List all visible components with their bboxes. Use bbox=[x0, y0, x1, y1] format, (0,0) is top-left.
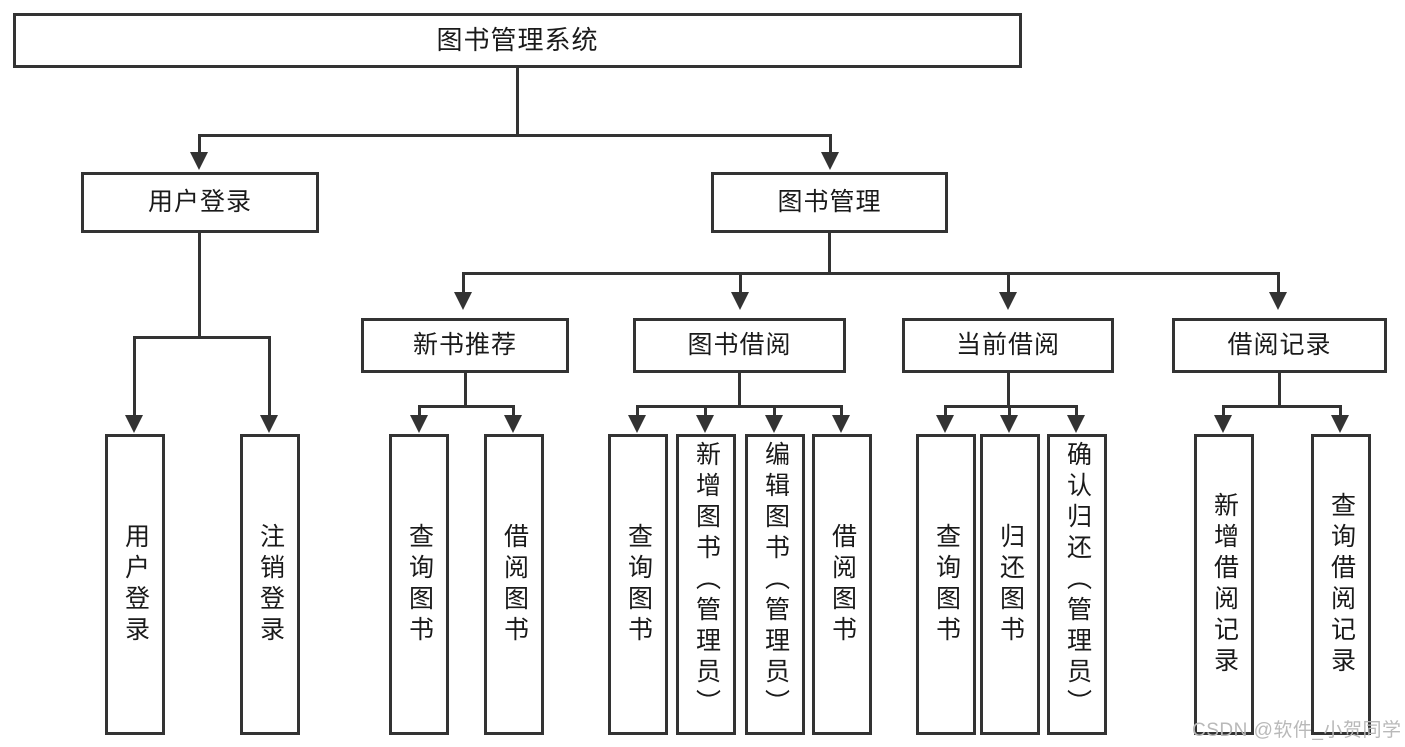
connector-new-book-leaf2 bbox=[512, 405, 515, 417]
arrow-bm-to-new-book bbox=[454, 292, 472, 310]
arrow-bm-to-book-borrow bbox=[731, 292, 749, 310]
node-label: 借阅图书 bbox=[828, 522, 857, 647]
node-label: 查询图书 bbox=[405, 522, 434, 647]
arrow-user-login-leaf2 bbox=[260, 415, 278, 433]
connector-cb-leaf1 bbox=[944, 405, 947, 417]
node-book-management[interactable]: 图书管理 bbox=[711, 172, 948, 233]
connector-root-to-book-management bbox=[829, 134, 832, 154]
node-label: 新增图书（管理员） bbox=[692, 441, 721, 720]
connector-user-login-stem bbox=[198, 233, 201, 336]
node-leaf-borrow-book-2[interactable]: 借阅图书 bbox=[812, 434, 872, 735]
node-label: 借阅图书 bbox=[500, 522, 529, 647]
connector-br-leaf2 bbox=[1339, 405, 1342, 417]
connector-root-bus bbox=[198, 134, 832, 137]
connector-new-book-bus bbox=[418, 405, 515, 408]
node-label: 编辑图书（管理员） bbox=[761, 441, 790, 720]
arrow-root-to-user-login bbox=[190, 152, 208, 170]
node-borrow-record[interactable]: 借阅记录 bbox=[1172, 318, 1387, 373]
arrow-new-book-leaf2 bbox=[504, 415, 522, 433]
connector-bb-leaf2 bbox=[704, 405, 707, 417]
connector-bb-leaf1 bbox=[636, 405, 639, 417]
connector-bb-leaf4 bbox=[840, 405, 843, 417]
node-leaf-logout-login[interactable]: 注销登录 bbox=[240, 434, 300, 735]
connector-bm-to-new-book bbox=[462, 272, 465, 294]
connector-bm-to-book-borrow bbox=[739, 272, 742, 294]
arrow-cb-leaf2 bbox=[1000, 415, 1018, 433]
arrow-root-to-book-management bbox=[821, 152, 839, 170]
node-leaf-query-book-1[interactable]: 查询图书 bbox=[389, 434, 449, 735]
node-label: 借阅记录 bbox=[1227, 331, 1332, 359]
node-label: 用户登录 bbox=[121, 522, 150, 647]
node-leaf-query-book-3[interactable]: 查询图书 bbox=[916, 434, 976, 735]
connector-book-borrow-stem bbox=[738, 373, 741, 405]
arrow-br-leaf2 bbox=[1331, 415, 1349, 433]
connector-bm-to-borrow-record bbox=[1277, 272, 1280, 294]
arrow-bb-leaf3 bbox=[765, 415, 783, 433]
arrow-bb-leaf4 bbox=[832, 415, 850, 433]
connector-bb-leaf3 bbox=[773, 405, 776, 417]
node-leaf-edit-book[interactable]: 编辑图书（管理员） bbox=[745, 434, 805, 735]
node-label: 新书推荐 bbox=[412, 331, 517, 359]
node-label: 查询图书 bbox=[624, 522, 653, 647]
node-label: 当前借阅 bbox=[955, 331, 1060, 359]
node-leaf-query-record[interactable]: 查询借阅记录 bbox=[1311, 434, 1371, 735]
node-label: 用户登录 bbox=[147, 188, 252, 216]
connector-book-borrow-bus bbox=[636, 405, 843, 408]
node-label: 新增借阅记录 bbox=[1210, 491, 1239, 678]
arrow-bb-leaf1 bbox=[628, 415, 646, 433]
node-current-borrow[interactable]: 当前借阅 bbox=[902, 318, 1114, 373]
node-label: 查询图书 bbox=[932, 522, 961, 647]
connector-bm-to-current-borrow bbox=[1007, 272, 1010, 294]
node-new-book-recommend[interactable]: 新书推荐 bbox=[361, 318, 569, 373]
node-leaf-return-book[interactable]: 归还图书 bbox=[980, 434, 1040, 735]
watermark-text: CSDN @软件_小贺同学 bbox=[1192, 720, 1402, 741]
node-book-management-system[interactable]: 图书管理系统 bbox=[13, 13, 1022, 68]
arrow-user-login-leaf1 bbox=[125, 415, 143, 433]
connector-book-management-stem bbox=[828, 233, 831, 272]
connector-root-stem bbox=[516, 68, 519, 134]
node-book-borrow[interactable]: 图书借阅 bbox=[633, 318, 846, 373]
connector-current-borrow-stem bbox=[1007, 373, 1010, 405]
node-label: 图书管理系统 bbox=[436, 25, 599, 56]
connector-cb-leaf2 bbox=[1008, 405, 1011, 417]
node-leaf-query-book-2[interactable]: 查询图书 bbox=[608, 434, 668, 735]
node-leaf-borrow-book-1[interactable]: 借阅图书 bbox=[484, 434, 544, 735]
arrow-cb-leaf1 bbox=[936, 415, 954, 433]
arrow-bm-to-current-borrow bbox=[999, 292, 1017, 310]
node-label: 注销登录 bbox=[256, 522, 285, 647]
node-leaf-add-record[interactable]: 新增借阅记录 bbox=[1194, 434, 1254, 735]
arrow-br-leaf1 bbox=[1214, 415, 1232, 433]
node-label: 查询借阅记录 bbox=[1327, 491, 1356, 678]
node-label: 归还图书 bbox=[996, 522, 1025, 647]
connector-user-login-leaf2 bbox=[268, 336, 271, 417]
node-label: 确认归还（管理员） bbox=[1063, 441, 1092, 720]
connector-book-management-bus bbox=[462, 272, 1280, 275]
node-user-login[interactable]: 用户登录 bbox=[81, 172, 319, 233]
connector-cb-leaf3 bbox=[1075, 405, 1078, 417]
connector-root-to-user-login bbox=[198, 134, 201, 154]
node-leaf-add-book[interactable]: 新增图书（管理员） bbox=[676, 434, 736, 735]
node-label: 图书管理 bbox=[777, 188, 882, 216]
connector-user-login-bus bbox=[133, 336, 271, 339]
arrow-cb-leaf3 bbox=[1067, 415, 1085, 433]
arrow-bm-to-borrow-record bbox=[1269, 292, 1287, 310]
connector-new-book-stem bbox=[464, 373, 467, 405]
node-leaf-user-login[interactable]: 用户登录 bbox=[105, 434, 165, 735]
node-leaf-confirm-return[interactable]: 确认归还（管理员） bbox=[1047, 434, 1107, 735]
arrow-bb-leaf2 bbox=[696, 415, 714, 433]
connector-borrow-record-bus bbox=[1222, 405, 1342, 408]
node-label: 图书借阅 bbox=[687, 331, 792, 359]
connector-user-login-leaf1 bbox=[133, 336, 136, 417]
connector-borrow-record-stem bbox=[1278, 373, 1281, 405]
arrow-new-book-leaf1 bbox=[410, 415, 428, 433]
connector-new-book-leaf1 bbox=[418, 405, 421, 417]
connector-br-leaf1 bbox=[1222, 405, 1225, 417]
